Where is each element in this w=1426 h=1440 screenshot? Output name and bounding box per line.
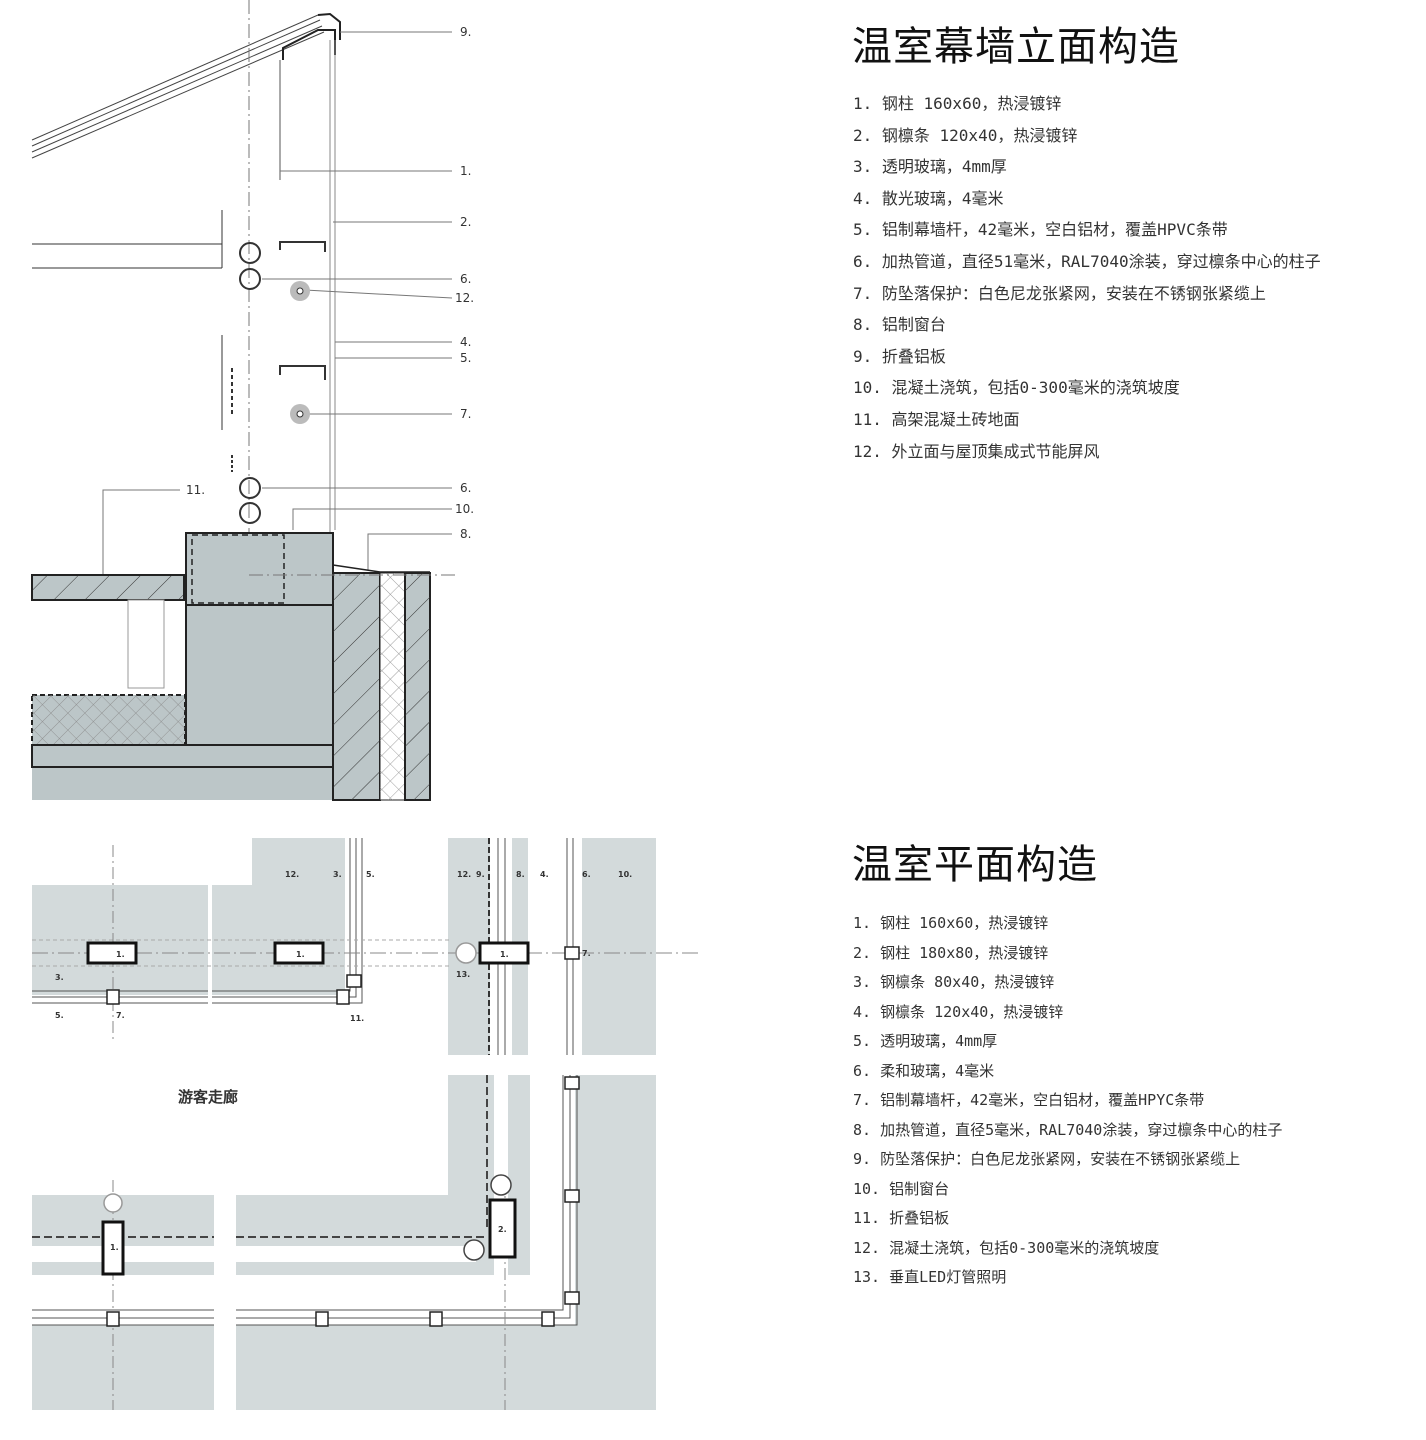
legend-item: 7. 铝制幕墙杆，42毫米，空白铝材，覆盖HPYC条带 (853, 1091, 1205, 1109)
column-label-1: 1. (296, 950, 305, 959)
legend-item: 4. 钢檩条 120x40，热浸镀锌 (853, 1002, 1064, 1021)
legend-item: 5. 铝制幕墙杆，42毫米，空白铝材，覆盖HPVC条带 (853, 220, 1228, 240)
legend-item: 12. 外立面与屋顶集成式节能屏风 (853, 441, 1100, 461)
callout-13: 13. (456, 970, 470, 979)
floor-slab (31, 744, 334, 768)
column-label-1: 1. (116, 950, 125, 959)
legend-item: 3. 钢檩条 80x40，热浸镀锌 (853, 973, 1055, 991)
callout-10: 10. (618, 870, 632, 879)
legend-item: 8. 铝制窗台 (853, 315, 946, 335)
concrete-wall (185, 604, 334, 746)
elevation-callouts: 9. 1. 2. 6. 12. 4. 5. 7. 6. 10. 8. 11. (186, 25, 474, 541)
leader-lines (102, 31, 453, 580)
callout-12: 12. (285, 870, 299, 879)
callout-1: 1. (460, 164, 471, 178)
legend-item: 3. 透明玻璃，4mm厚 (853, 157, 1007, 177)
floor-pedestal (127, 599, 165, 689)
elevation-title: 温室幕墙立面构造 (852, 24, 1180, 70)
aluminium-sill (332, 564, 430, 573)
legend-item: 11. 高架混凝土砖地面 (853, 409, 1020, 429)
column-label-1: 1. (500, 950, 509, 959)
callout-8: 8. (516, 870, 525, 879)
plan-pipes (103, 942, 512, 1261)
callout-8: 8. (460, 527, 471, 541)
folded-aluminium-cap (282, 12, 341, 60)
steel-column-2 (488, 1198, 517, 1259)
callout-3: 3. (55, 973, 64, 982)
callout-11: 11. (350, 1014, 364, 1023)
legend-item: 2. 钢柱 180x80，热浸镀锌 (853, 943, 1049, 962)
callout-11: 11. (186, 483, 205, 497)
callout-4: 4. (540, 870, 549, 879)
column-label-2: 2. (498, 1225, 507, 1234)
heating-pipe (239, 242, 261, 264)
concrete-upstand (185, 532, 334, 606)
callout-5: 5. (460, 351, 471, 365)
roof-glazing (31, 14, 325, 159)
elevation-section: 9. 1. 2. 6. 12. 4. 5. 7. 6. 10. 8. 11. (31, 0, 474, 801)
legend-item: 7. 防坠落保护：白色尼龙张紧网，安装在不锈钢张紧缆上 (853, 283, 1266, 303)
legend-item: 10. 混凝土浇筑，包括0-300毫米的浇筑坡度 (853, 378, 1180, 398)
callout-2: 2. (460, 215, 471, 229)
legend-item: 11. 折叠铝板 (853, 1209, 950, 1227)
callout-3: 3. (333, 870, 342, 879)
legend-item: 12. 混凝土浇筑，包括0-300毫米的浇筑坡度 (853, 1238, 1160, 1257)
callout-6b: 6. (460, 481, 471, 495)
legend-item: 4. 散光玻璃，4毫米 (853, 188, 1004, 208)
base-construction (31, 532, 455, 801)
callout-12: 12. (455, 291, 474, 305)
purlin-detail-2 (221, 335, 326, 524)
legend-item: 5. 透明玻璃，4mm厚 (853, 1032, 998, 1050)
legend-item: 10. 铝制窗台 (853, 1179, 950, 1198)
steel-column-1 (101, 1220, 125, 1276)
legend-item: 8. 加热管道，直径5毫米，RAL7040涂装，穿过檩条中心的柱子 (853, 1120, 1283, 1139)
callout-5: 5. (55, 1011, 64, 1020)
plan-callouts: 12. 3. 5. 12. 9. 8. 4. 6. 10. 3. 5. 7. 1… (55, 870, 632, 1252)
callout-6: 6. (582, 870, 591, 879)
steel-column-1 (478, 941, 530, 965)
heating-pipe (239, 477, 261, 499)
callout-6: 6. (460, 272, 471, 286)
legend-item: 1. 钢柱 160x60，热浸镀锌 (853, 914, 1049, 932)
plan-columns (86, 941, 530, 1276)
callout-5: 5. (366, 870, 375, 879)
plan-fills (32, 838, 656, 1410)
curtain-wall-mullions (106, 946, 580, 1327)
legend-item: 13. 垂直LED灯管照明 (853, 1268, 1007, 1286)
legend-item: 6. 加热管道，直径51毫米，RAL7040涂装，穿过檩条中心的柱子 (853, 251, 1321, 271)
callout-9: 9. (476, 870, 485, 879)
callout-12: 12. (457, 870, 471, 879)
legend-item: 9. 防坠落保护：白色尼龙张紧网，安装在不锈钢张紧缆上 (853, 1150, 1241, 1168)
legend-item: 1. 钢柱 160x60，热浸镀锌 (853, 94, 1062, 113)
column-label-1: 1. (110, 1243, 119, 1252)
plan-section: 12. 3. 5. 12. 9. 8. 4. 6. 10. 3. 5. 7. 1… (32, 838, 700, 1410)
steel-column-1 (273, 941, 325, 965)
heating-pipe (239, 268, 261, 290)
room-label-visitor-corridor: 游客走廊 (178, 1088, 238, 1106)
purlin-detail-1 (32, 210, 326, 301)
heating-pipe (239, 502, 261, 524)
callout-7: 7. (582, 949, 591, 958)
legend-item: 6. 柔和玻璃，4毫米 (853, 1061, 995, 1080)
plan-legend: 1. 钢柱 160x60，热浸镀锌 2. 钢柱 180x80，热浸镀锌 3. 钢… (853, 912, 1282, 1296)
legend-item: 2. 钢檩条 120x40，热浸镀锌 (853, 125, 1078, 145)
plan-title: 温室平面构造 (852, 842, 1098, 888)
callout-7: 7. (116, 1011, 125, 1020)
callout-9: 9. (460, 25, 471, 39)
steel-column-1 (86, 941, 138, 965)
elevation-legend: 1. 钢柱 160x60，热浸镀锌 2. 钢檩条 120x40，热浸镀锌 3. … (853, 90, 1321, 469)
legend-item: 9. 折叠铝板 (853, 346, 946, 366)
callout-7: 7. (460, 407, 471, 421)
callout-10: 10. (455, 502, 474, 516)
callout-4: 4. (460, 335, 471, 349)
